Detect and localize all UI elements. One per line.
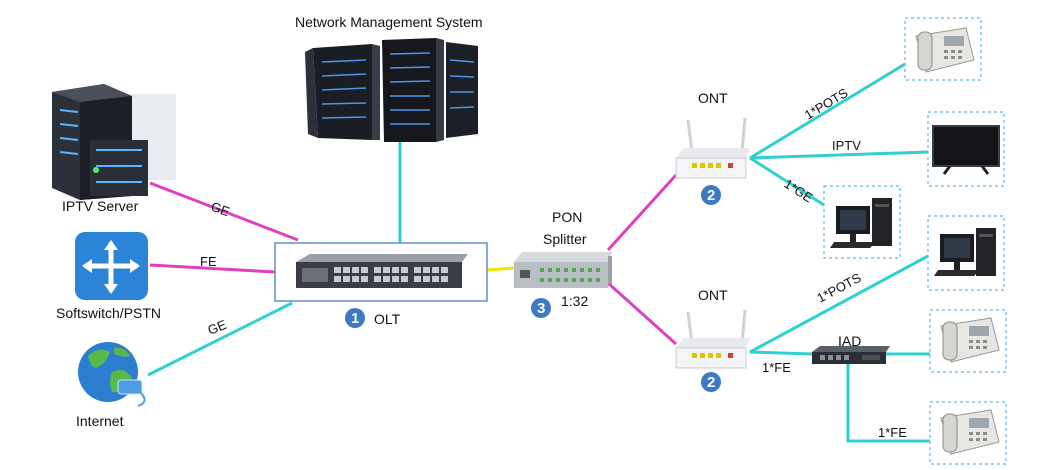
ont-bottom-router-icon (675, 309, 750, 369)
label-fe-phone: 1*FE (878, 425, 907, 440)
splitter-label-line2: Splitter (543, 231, 587, 247)
olt-badge-number: 1 (351, 310, 359, 327)
iptv-olt-link (149, 181, 299, 242)
splitter-ont-bottom-link (606, 281, 678, 346)
phone-icon (915, 27, 975, 73)
splitter-ont-top-link (606, 173, 678, 252)
internet-label: Internet (76, 413, 124, 429)
endpoint-boxes (823, 17, 1007, 465)
links (147, 62, 930, 443)
ont-phone-top-link (749, 62, 906, 160)
phone-icon (940, 409, 1000, 455)
label-pots-top: 1*POTS (802, 85, 851, 123)
iptv-server-icon (52, 84, 176, 200)
ont-top-router-icon (675, 117, 750, 179)
ont-bottom-label: ONT (698, 287, 728, 303)
olt-switch-icon (296, 254, 468, 288)
pc-bottom-box (927, 215, 1005, 291)
label-pots-bottom: 1*POTS (814, 270, 863, 306)
phone-top-box (904, 17, 982, 81)
label-iptv-ge: GE (209, 199, 232, 220)
olt-splitter-link (486, 266, 515, 272)
ont-pc-link (749, 156, 825, 207)
label-iptv: IPTV (832, 138, 861, 153)
desktop-pc-icon (934, 228, 996, 276)
softswitch-olt-link (149, 263, 276, 274)
olt-badge: 1 (345, 308, 365, 328)
ont-bottom-badge-number: 2 (707, 374, 715, 391)
label-internet-ge: GE (206, 317, 229, 338)
nms-title: Network Management System (295, 14, 483, 30)
splitter-label-line1: PON (552, 209, 582, 225)
label-ge-pc: 1*GE (781, 176, 816, 206)
label-softswitch-fe: FE (200, 254, 217, 269)
pc-top-box (823, 185, 901, 259)
ont-tv-link (749, 150, 929, 160)
split-ratio-label: 1:32 (561, 293, 588, 309)
ont-bottom-badge: 2 (701, 372, 721, 392)
desktop-pc-icon (830, 198, 892, 248)
iptv-server-label: IPTV Server (62, 198, 139, 214)
ont-top-badge: 2 (701, 185, 721, 205)
iad-phone-bottom-link (846, 364, 930, 443)
phone-icon (940, 317, 1000, 363)
internet-olt-link (147, 301, 293, 377)
internet-globe-icon (78, 342, 146, 407)
pon-splitter-icon (514, 252, 612, 288)
iad-device-icon (812, 346, 890, 364)
ont-top-badge-number: 2 (707, 187, 715, 204)
nms-server-icon (305, 38, 478, 142)
softswitch-label: Softswitch/PSTN (56, 305, 161, 321)
ont-iad-link (749, 350, 813, 356)
phone-mid-box (929, 309, 1007, 373)
label-fe-iad: 1*FE (762, 360, 791, 375)
tv-icon (932, 125, 1000, 175)
tv-box (927, 111, 1005, 187)
iad-label: IAD (838, 333, 861, 349)
softswitch-icon (75, 232, 148, 300)
ont-pc2-link (749, 254, 929, 354)
splitter-badge-number: 3 (537, 300, 545, 317)
ont-top-label: ONT (698, 90, 728, 106)
olt-label: OLT (374, 311, 401, 327)
phone-bottom-box (929, 401, 1007, 465)
splitter-badge: 3 (531, 298, 551, 318)
